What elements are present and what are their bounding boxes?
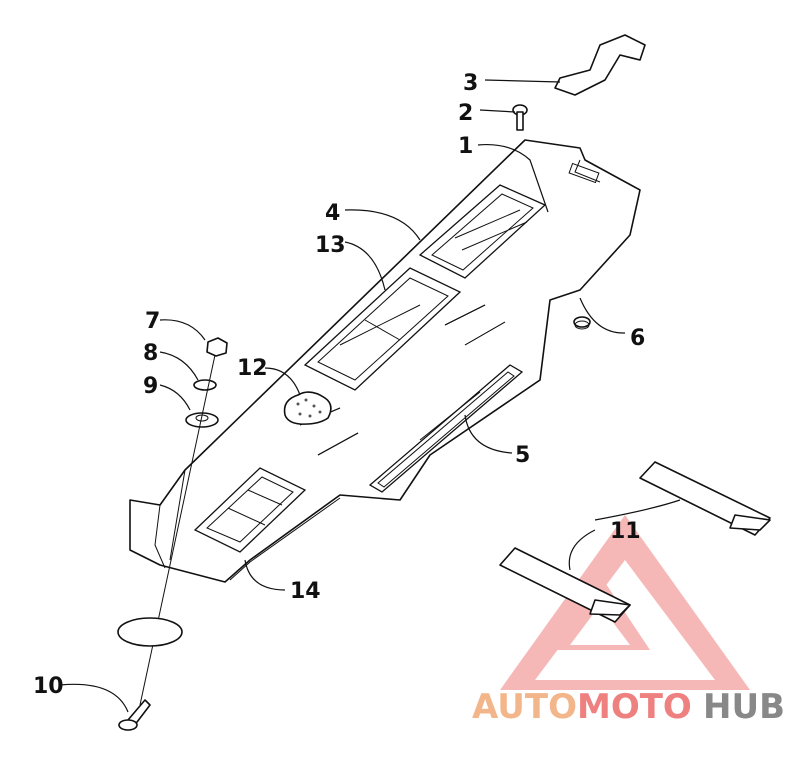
decal-5: [368, 364, 524, 493]
nut-7: [206, 337, 228, 357]
bracket-3: [554, 34, 646, 96]
watermark-moto: MOTO: [577, 687, 692, 727]
watermark-auto: AUTO: [472, 687, 577, 727]
mesh-pad-11b: [499, 547, 631, 623]
pad-oval: [117, 617, 183, 647]
leader-lines: [59, 79, 681, 713]
callout-9: 9: [143, 374, 158, 399]
callout-14: 14: [290, 579, 321, 604]
grommet-6: [573, 316, 591, 330]
callout-1: 1: [458, 134, 473, 159]
callout-2: 2: [458, 101, 473, 126]
washer-8: [193, 379, 217, 391]
watermark-hub: HUB: [703, 687, 785, 727]
callout-6: 6: [630, 326, 645, 351]
sponge-texture: [296, 398, 322, 418]
sponge-12: [283, 391, 332, 425]
decal-13: [303, 267, 462, 391]
callout-13: 13: [315, 233, 346, 258]
mesh-pad-11a: [639, 461, 771, 536]
spacer-9: [185, 412, 219, 428]
watermark-text: AUTO MOTO HUB: [472, 687, 785, 727]
decal-14: [193, 467, 307, 553]
callout-8: 8: [143, 341, 158, 366]
callout-10: 10: [33, 674, 64, 699]
callout-12: 12: [237, 356, 268, 381]
callout-3: 3: [463, 71, 478, 96]
bolt-2: [512, 104, 528, 131]
callout-5: 5: [515, 443, 530, 468]
screw-10: [118, 699, 151, 731]
callout-4: 4: [325, 201, 340, 226]
callout-7: 7: [145, 309, 160, 334]
callout-11: 11: [610, 519, 641, 544]
